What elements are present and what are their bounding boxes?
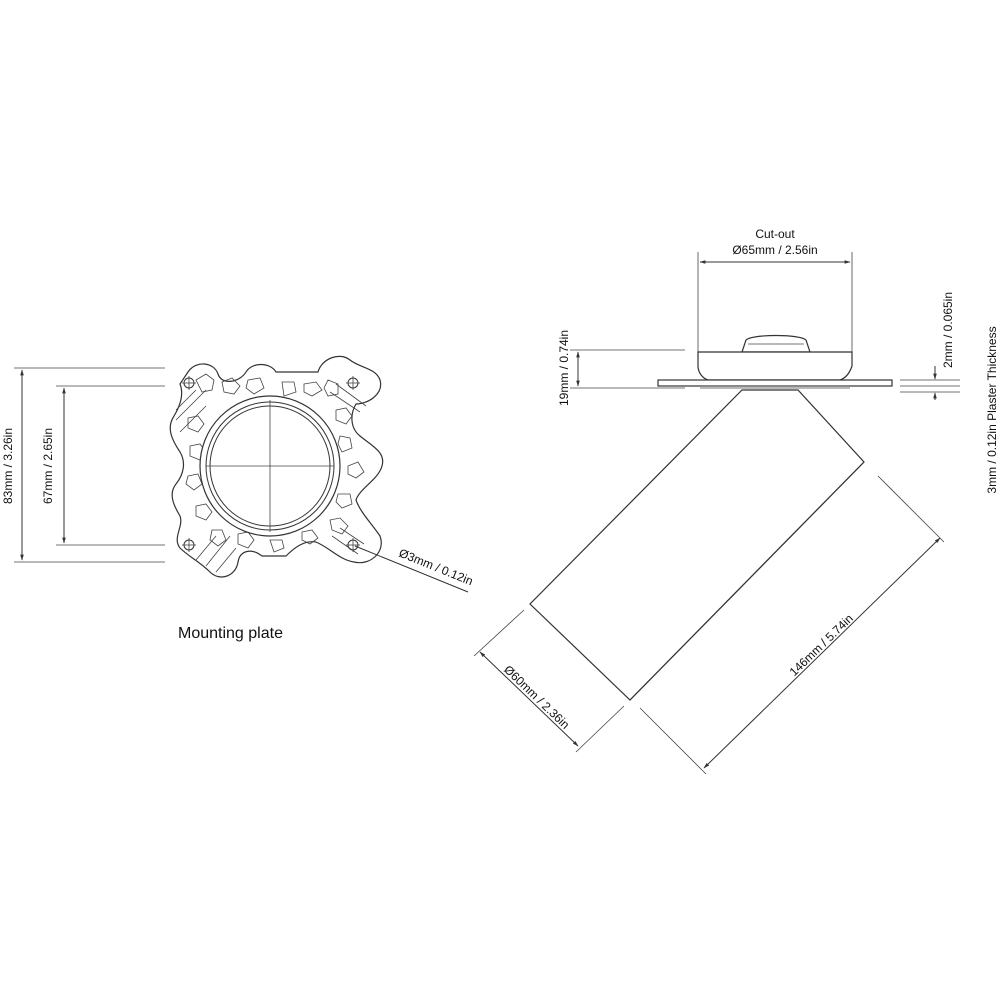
dim-label-19mm: 19mm / 0.74in: [557, 330, 571, 406]
fixture-flange: [657, 379, 893, 387]
cutout-dimension-label: Ø65mm / 2.56in: [732, 243, 817, 257]
dim-label-3mm-plaster: 3mm / 0.12in Plaster Thickness: [985, 326, 999, 493]
dim-label-2mm: 2mm / 0.065in: [941, 292, 955, 368]
plate-lattice-pattern: [175, 373, 367, 573]
dim-label-83mm: 83mm / 3.26in: [1, 428, 15, 504]
dimension-plate-height-outer: 83mm / 3.26in: [1, 367, 165, 563]
dim-label-3mm: Ø3mm / 0.12in: [397, 546, 475, 588]
dimension-plate-height-inner: 67mm / 2.65in: [41, 385, 165, 546]
dim-label-60mm: Ø60mm / 2.36in: [501, 662, 572, 731]
cutout-label: Cut-out: [755, 227, 795, 241]
dim-label-146mm: 146mm / 5.74in: [787, 611, 856, 679]
screw-hole-bottom-right: [346, 538, 360, 552]
dimension-base-height: 19mm / 0.74in: [557, 330, 685, 406]
fixture-side-view: Cut-out Ø65mm / 2.56in 19mm / 0.74in 2: [473, 227, 999, 775]
mounting-plate-view: 83mm / 3.26in 67mm / 2.65in Ø3mm / 0.12i…: [1, 355, 475, 642]
dim-label-67mm: 67mm / 2.65in: [41, 428, 55, 504]
mounting-plate-caption: Mounting plate: [178, 625, 283, 642]
screw-hole-top-left: [182, 376, 196, 390]
dimension-plate-plaster: 2mm / 0.065in 3mm / 0.12in Plaster Thick…: [900, 292, 999, 494]
screw-hole-top-right: [346, 376, 360, 390]
screw-hole-bottom-left: [182, 538, 196, 552]
fixture-base-housing: [697, 351, 853, 381]
